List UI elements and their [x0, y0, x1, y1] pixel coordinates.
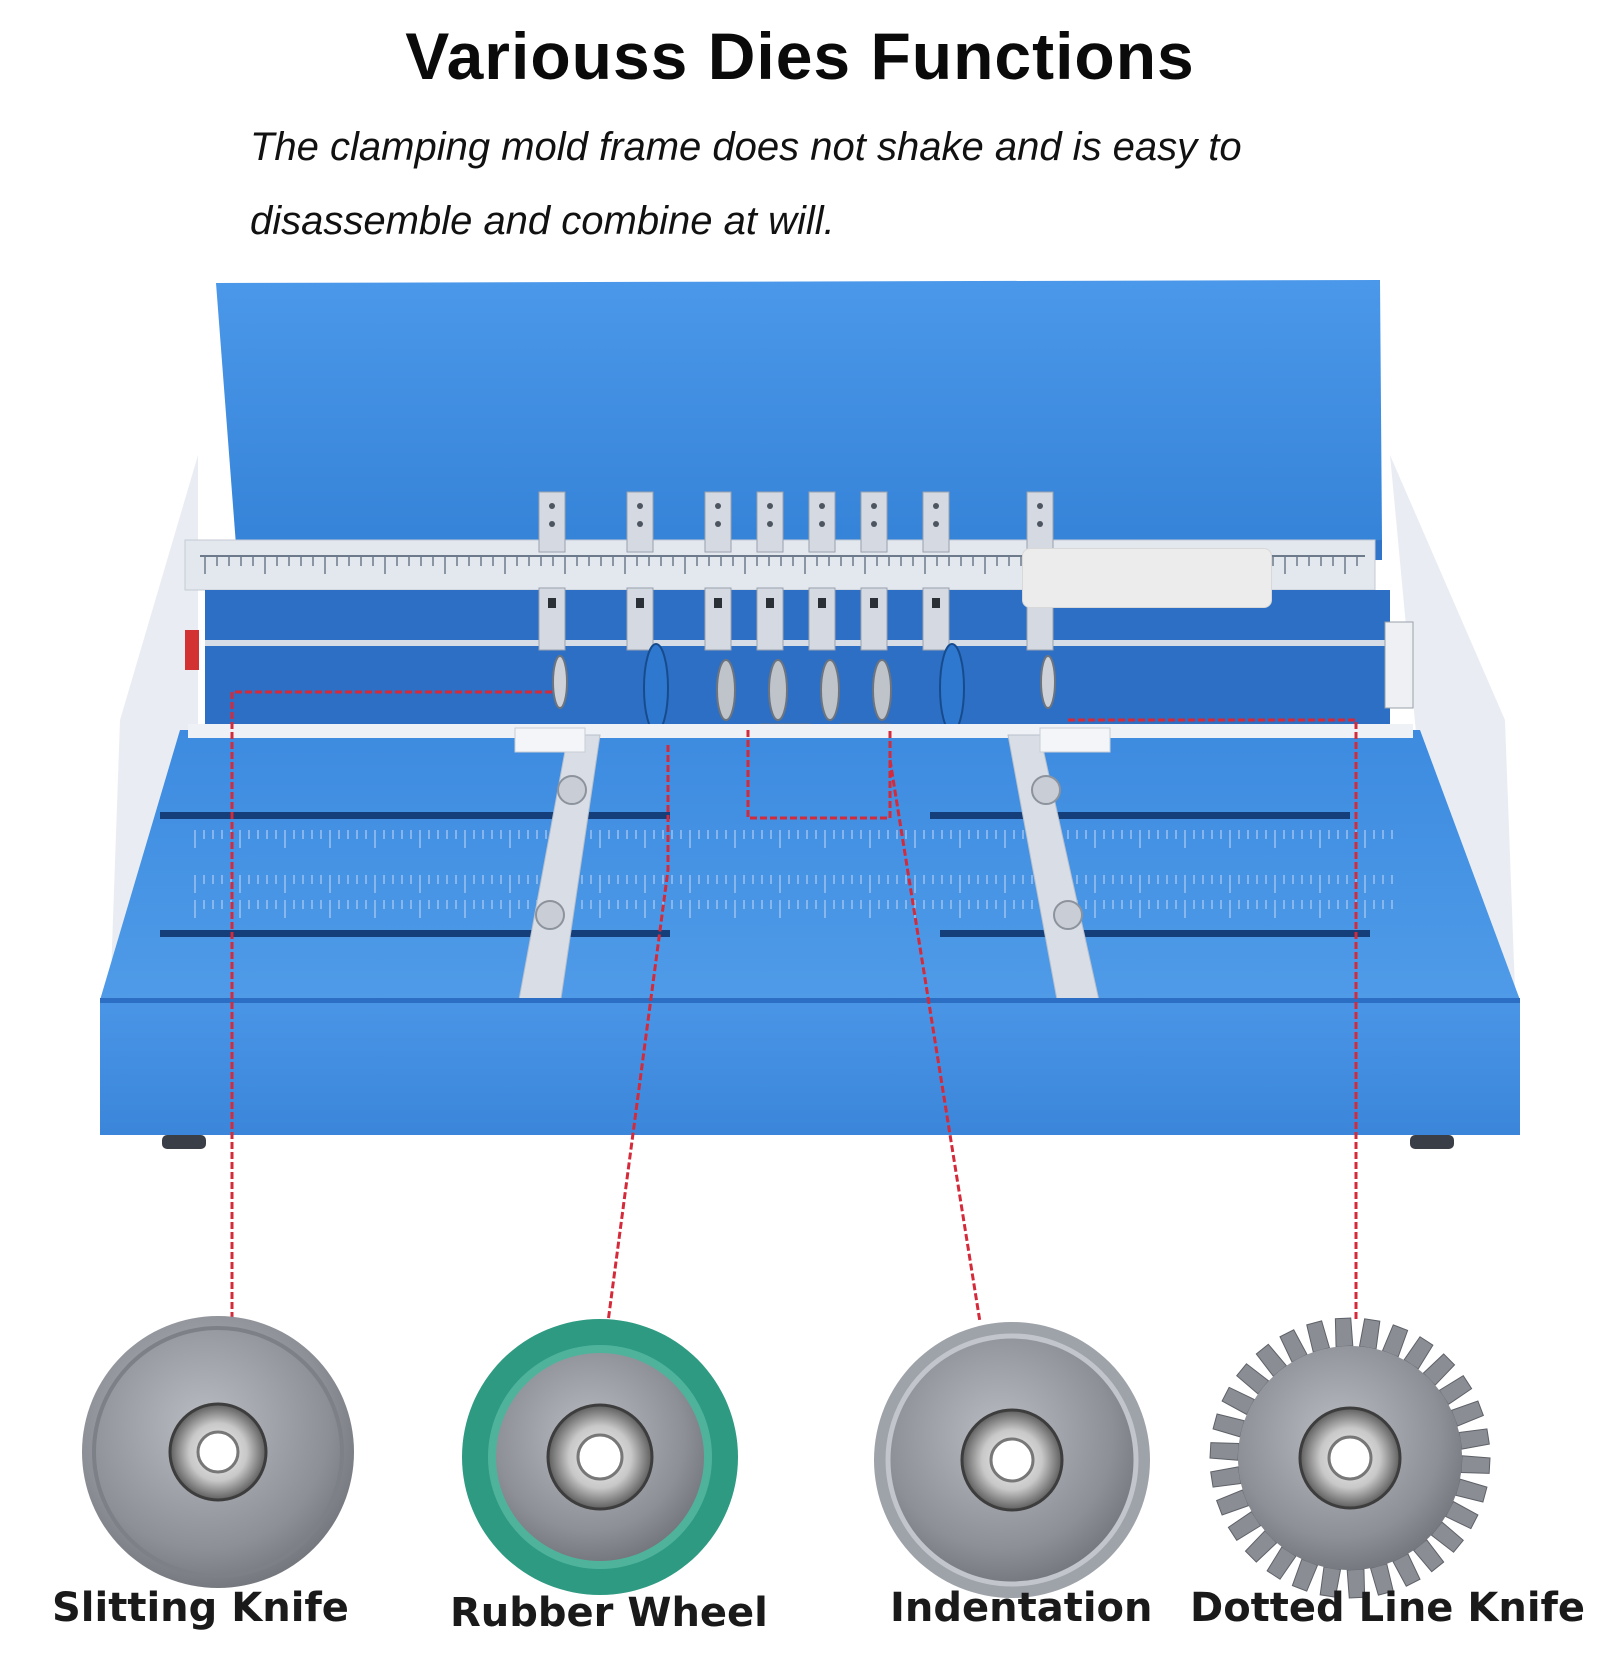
inner-cavity — [205, 590, 1390, 730]
dotted-knife-teeth — [1209, 1317, 1491, 1599]
leader-lines — [230, 690, 1358, 1323]
leader-line-indentation — [888, 759, 982, 1323]
leader-line-dotted — [1068, 718, 1358, 1322]
leader-line-slitting — [230, 690, 552, 1322]
indentation-die-icon — [874, 1322, 1150, 1598]
front-panel — [100, 1000, 1520, 1135]
left-foot — [162, 1135, 206, 1149]
right-side-panel — [1390, 455, 1515, 990]
dotted-line-knife-icon — [1209, 1317, 1491, 1599]
feed-rail — [188, 724, 1413, 738]
page-title: Variouss Dies Functions — [405, 19, 1195, 93]
feed-bed — [100, 730, 1520, 1000]
bed-scale-ticks — [194, 830, 1393, 918]
leader-line-rubber — [606, 745, 670, 1323]
right-switch — [1384, 621, 1414, 709]
die-label-rubber-wheel: Rubber Wheel — [450, 1590, 768, 1636]
left-indicator — [185, 630, 199, 670]
die-label-indentation: Indentation — [890, 1585, 1153, 1631]
right-foot — [1410, 1135, 1454, 1149]
blank-label-plate — [1022, 548, 1272, 608]
top-cover — [216, 280, 1382, 545]
page-subtitle: The clamping mold frame does not shake a… — [250, 125, 1242, 243]
die-label-slitting-knife: Slitting Knife — [52, 1585, 349, 1631]
die-label-dotted-line-knife: Dotted Line Knife — [1190, 1585, 1586, 1631]
slitting-knife-icon — [82, 1316, 354, 1588]
leader-line-indent-connector — [746, 730, 892, 820]
die-holders — [538, 491, 1056, 749]
rubber-wheel-icon — [462, 1319, 738, 1595]
